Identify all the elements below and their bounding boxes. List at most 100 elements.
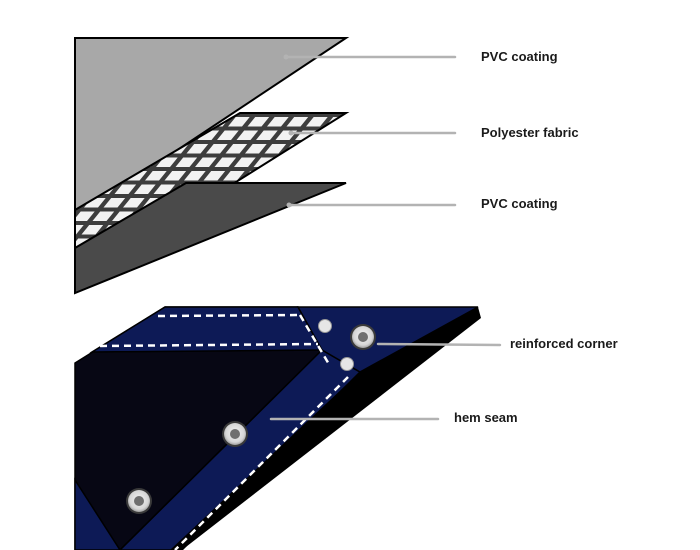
fabric-mesh-cell bbox=[423, 117, 445, 127]
fabric-mesh-cell bbox=[355, 225, 377, 235]
fabric-mesh-cell bbox=[206, 144, 228, 154]
fabric-mesh-cell bbox=[0, 158, 22, 168]
fabric-mesh-cell bbox=[123, 198, 145, 208]
fabric-mesh-cell bbox=[340, 171, 346, 181]
fabric-mesh-cell bbox=[390, 158, 412, 168]
fabric-mesh-cell bbox=[14, 117, 36, 127]
fabric-mesh-cell bbox=[265, 238, 288, 248]
fabric-mesh-cell bbox=[0, 171, 11, 181]
fabric-mesh-cell bbox=[243, 265, 266, 275]
fabric-mesh-cell bbox=[323, 144, 345, 154]
fabric-mesh-cell bbox=[0, 252, 3, 262]
fabric-mesh-cell bbox=[267, 117, 289, 127]
fabric-mesh-cell bbox=[0, 266, 12, 276]
fabric-mesh-cell bbox=[245, 144, 267, 154]
fabric-mesh-cell bbox=[274, 252, 296, 262]
fabric-mesh-cell bbox=[246, 238, 268, 248]
fabric-mesh-cell bbox=[232, 279, 255, 283]
fabric-mesh-cell bbox=[0, 144, 13, 154]
fabric-mesh-cell bbox=[75, 211, 95, 221]
fabric-mesh-cell bbox=[351, 158, 373, 168]
fabric-mesh-cell bbox=[11, 144, 33, 154]
fabric-mesh-cell bbox=[75, 225, 84, 235]
fabric-mesh-cell bbox=[193, 279, 216, 283]
fabric-mesh-cell bbox=[0, 117, 16, 127]
fabric-mesh-cell bbox=[0, 131, 5, 141]
fabric-mesh-cell bbox=[0, 158, 2, 168]
fabric-mesh-cell bbox=[310, 279, 333, 283]
fabric-mesh-cell bbox=[12, 239, 34, 249]
fabric-mesh-cell bbox=[0, 239, 14, 249]
fabric-mesh-cell bbox=[51, 239, 73, 249]
fabric-mesh-cell bbox=[281, 171, 304, 181]
fabric-mesh-cell bbox=[21, 252, 43, 262]
fabric-mesh-cell bbox=[0, 293, 9, 303]
fabric-mesh-cell bbox=[115, 279, 138, 283]
fabric-mesh-cell bbox=[388, 185, 410, 195]
fabric-mesh-cell bbox=[213, 279, 235, 283]
fabric-mesh-cell bbox=[365, 117, 387, 127]
fabric-mesh-cell bbox=[34, 212, 56, 222]
grommet-small-upper bbox=[318, 319, 332, 333]
grommet-small-lower bbox=[340, 357, 354, 371]
fabric-mesh-cell bbox=[7, 293, 29, 303]
fabric-mesh-cell bbox=[256, 130, 278, 140]
fabric-mesh-cell bbox=[40, 252, 62, 262]
fabric-mesh-cell bbox=[342, 144, 346, 154]
fabric-mesh-cell bbox=[371, 158, 393, 168]
fabric-mesh-cell bbox=[156, 157, 178, 167]
fabric-mesh-cell bbox=[207, 238, 229, 248]
fabric-mesh-cell bbox=[49, 266, 71, 276]
fabric-mesh-cell bbox=[184, 171, 206, 181]
fabric-mesh-cell bbox=[324, 238, 346, 248]
fabric-mesh-cell bbox=[306, 117, 328, 127]
fabric-mesh-cell bbox=[226, 238, 249, 248]
fabric-mesh-cell bbox=[293, 252, 316, 262]
fabric-mesh-cell bbox=[271, 279, 294, 283]
fabric-mesh-cell bbox=[0, 279, 1, 289]
fabric-mesh-cell bbox=[300, 293, 322, 303]
fabric-mesh-cell bbox=[345, 117, 346, 127]
fabric-mesh-cell bbox=[0, 225, 6, 235]
fabric-mesh-cell bbox=[252, 279, 274, 283]
fabric-mesh-cell bbox=[320, 171, 343, 181]
fabric-mesh-cell bbox=[195, 157, 217, 167]
label-pvc-coating-bottom: PVC coating bbox=[481, 196, 558, 211]
fabric-mesh-cell bbox=[164, 171, 187, 181]
fabric-mesh-cell bbox=[31, 144, 53, 154]
fabric-mesh-cell bbox=[0, 279, 20, 289]
fabric-mesh-cell bbox=[32, 239, 54, 249]
pvc-coating-bottom-layer bbox=[74, 182, 347, 295]
fabric-mesh-cell bbox=[307, 211, 329, 221]
label-hem-seam: hem seam bbox=[454, 410, 518, 425]
fabric-mesh-cell bbox=[37, 185, 59, 195]
fabric-mesh-cell bbox=[241, 293, 263, 303]
fabric-mesh-cell bbox=[404, 117, 426, 127]
fabric-mesh-cell bbox=[185, 265, 207, 275]
fabric-mesh-cell bbox=[38, 279, 60, 289]
fabric-mesh-cell bbox=[29, 266, 51, 276]
fabric-mesh-cell bbox=[174, 279, 196, 283]
fabric-mesh-cell bbox=[50, 144, 72, 154]
fabric-mesh-cell bbox=[302, 265, 324, 275]
fabric-mesh-cell bbox=[3, 131, 25, 141]
fabric-mesh-cell bbox=[103, 198, 126, 208]
fabric-mesh-cell bbox=[332, 252, 346, 262]
fabric-mesh-cell bbox=[26, 198, 48, 208]
fabric-mesh-cell bbox=[222, 293, 244, 303]
fabric-mesh-cell bbox=[321, 265, 344, 275]
fabric-mesh-cell bbox=[85, 293, 107, 303]
fabric-mesh-cell bbox=[176, 252, 199, 262]
fabric-mesh-cell bbox=[135, 279, 157, 283]
fabric-mesh-cell bbox=[28, 171, 50, 181]
fabric-mesh-cell bbox=[366, 212, 388, 222]
fabric-mesh-cell bbox=[362, 144, 384, 154]
stitch-diagonal-hem bbox=[174, 376, 349, 550]
fabric-mesh-cell bbox=[410, 158, 432, 168]
fabric-mesh-cell bbox=[287, 211, 310, 221]
fabric-mesh-cell bbox=[382, 144, 404, 154]
label-reinforced-corner: reinforced corner bbox=[510, 336, 618, 351]
fabric-mesh-cell bbox=[20, 158, 42, 168]
fabric-mesh-cell bbox=[204, 265, 227, 275]
